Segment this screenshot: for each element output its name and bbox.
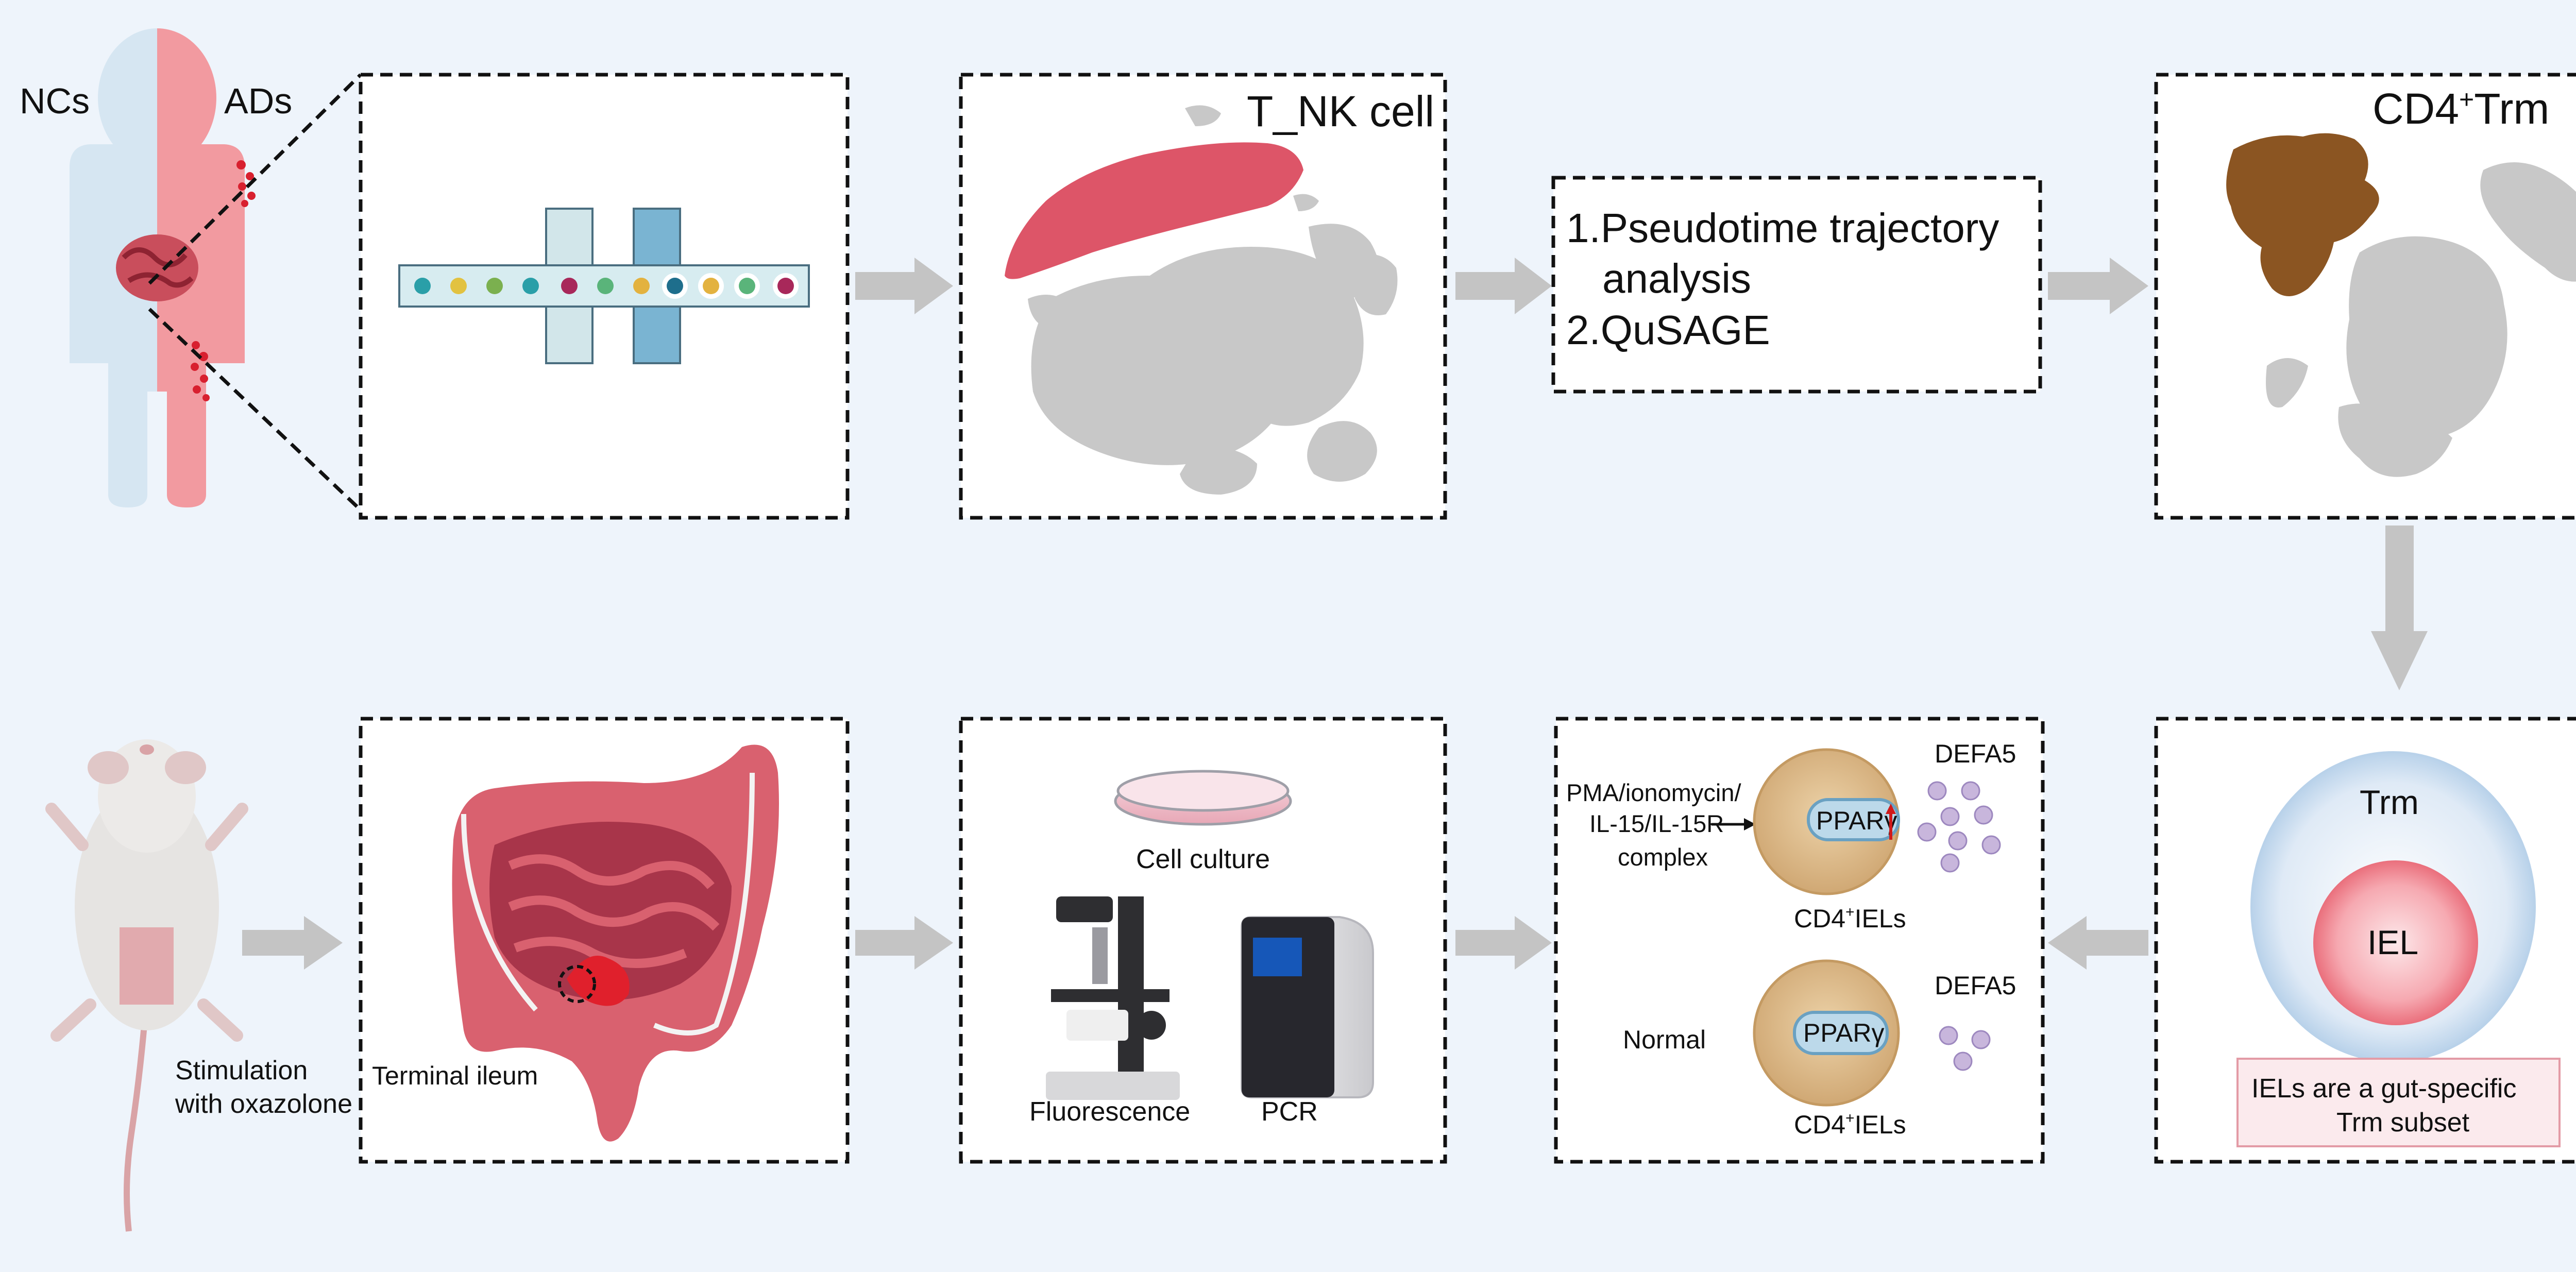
cd4-trm-umap-panel: CD4+Trm	[2154, 73, 2576, 520]
arrow-right-icon	[855, 916, 953, 970]
human-figure-ad-half	[157, 28, 245, 507]
microfluidic-panel	[359, 73, 850, 520]
cd4-trm-title: CD4+Trm	[2372, 84, 2549, 133]
arrow-right-icon	[242, 916, 343, 970]
tnk-highlight-cluster	[1005, 142, 1303, 279]
pparg-label: PPARγ	[1816, 806, 1897, 835]
mouse-caption-line2: with oxazolone	[175, 1089, 352, 1119]
stimulated-iel-cell: PPARγ	[1753, 748, 1900, 895]
skin-lesion-dots	[191, 160, 256, 401]
pcr-label: PCR	[1261, 1097, 1318, 1127]
pcr-machine-icon	[1241, 916, 1374, 1098]
flow-arrows	[242, 258, 2428, 970]
umap-gray-clusters	[1028, 105, 1398, 495]
droplet-beads	[414, 273, 799, 299]
zoom-line-top	[148, 73, 362, 285]
mouse-body	[75, 783, 219, 1030]
cell-culture-label: Cell culture	[1136, 844, 1270, 874]
colon-vessel	[653, 772, 755, 1036]
umap-gray-clusters	[2266, 162, 2576, 477]
arrow-right-icon	[1455, 916, 1552, 970]
trm-definition-box	[2236, 1058, 2561, 1147]
tnk-title: T_NK cell	[1247, 87, 1434, 135]
mesentery-vessel	[461, 813, 538, 1012]
mouse-ear-left	[88, 751, 129, 784]
cd4-trm-cluster	[2226, 133, 2379, 296]
human-figure-panel: NCs ADs	[20, 28, 362, 512]
intestine-panel: Terminal ileum	[359, 717, 850, 1164]
iel-subset-circle	[2313, 860, 2478, 1025]
mouse-nose	[140, 744, 154, 755]
panel-border	[1551, 176, 2042, 394]
trm-label: Trm	[2360, 783, 2419, 821]
terminal-ileum-label: Terminal ileum	[372, 1061, 538, 1090]
normal-iel-cell: PPARγ	[1753, 959, 1900, 1107]
nc-label: NCs	[20, 81, 90, 121]
intestine-loops	[508, 854, 720, 968]
mouse-tail	[124, 1025, 147, 1232]
cell-label-top: CD4+IELs	[1794, 904, 1906, 933]
petri-dish-icon	[1114, 770, 1292, 826]
methods-panel: Cell culture Fluorescence PCR	[959, 717, 1447, 1164]
stimulus-arrow-icon	[1711, 818, 1756, 830]
pparg-label-normal: PPARγ	[1803, 1019, 1884, 1047]
tnk-umap-panel: T_NK cell	[959, 73, 1447, 520]
defa5-label-top: DEFA5	[1935, 739, 2016, 768]
defa5-granules-top	[1917, 781, 2001, 873]
mechanism-panel: PMA/ionomycin/ IL-15/IL-15R complex PPAR…	[1554, 717, 2045, 1164]
fluorescence-label: Fluorescence	[1029, 1097, 1190, 1127]
cell-label-bottom: CD4+IELs	[1794, 1110, 1906, 1139]
arrow-down-icon	[2371, 525, 2428, 690]
arrow-right-icon	[855, 258, 953, 314]
defa5-label-bottom: DEFA5	[1935, 971, 2016, 1000]
analysis-step-1-cont: analysis	[1602, 256, 1751, 301]
arrow-left-icon	[2048, 916, 2148, 970]
ad-label: ADs	[224, 81, 292, 121]
analysis-step-1: 1.Pseudotime trajectory	[1566, 205, 1999, 251]
analysis-step-2: 2.QuSAGE	[1566, 307, 1770, 353]
trm-iel-panel: Trm IEL IELs are a gut-specific Trm subs…	[2154, 717, 2576, 1164]
arrow-right-icon	[2048, 258, 2148, 314]
mouse-ear-right	[165, 751, 206, 784]
human-figure-nc-half	[70, 28, 157, 507]
upregulation-arrow-icon	[1886, 804, 1896, 840]
mouse-paws	[45, 803, 248, 1042]
mouse-illustration: Stimulation with oxazolone	[45, 739, 352, 1232]
mouse-caption-line1: Stimulation	[175, 1056, 308, 1086]
analysis-text-panel: 1.Pseudotime trajectory analysis 2.QuSAG…	[1551, 176, 2042, 394]
gut-icon	[116, 234, 198, 301]
zoom-circle	[558, 965, 596, 1003]
stim-line-2: IL-15/IL-15R	[1589, 810, 1724, 837]
trm-definition-line1: IELs are a gut-specific	[2251, 1074, 2516, 1104]
shaved-skin-patch	[120, 927, 174, 1005]
zoom-line-bottom	[148, 308, 362, 512]
stim-line-1: PMA/ionomycin/	[1566, 779, 1741, 806]
stim-line-3: complex	[1618, 843, 1708, 871]
normal-label: Normal	[1623, 1025, 1706, 1054]
arrow-right-icon	[1455, 258, 1552, 314]
microscope-icon	[1046, 896, 1180, 1100]
trm-definition-line2: Trm subset	[2336, 1108, 2470, 1138]
iel-label: IEL	[2367, 923, 2418, 961]
defa5-granules-bottom	[1939, 1026, 1991, 1071]
